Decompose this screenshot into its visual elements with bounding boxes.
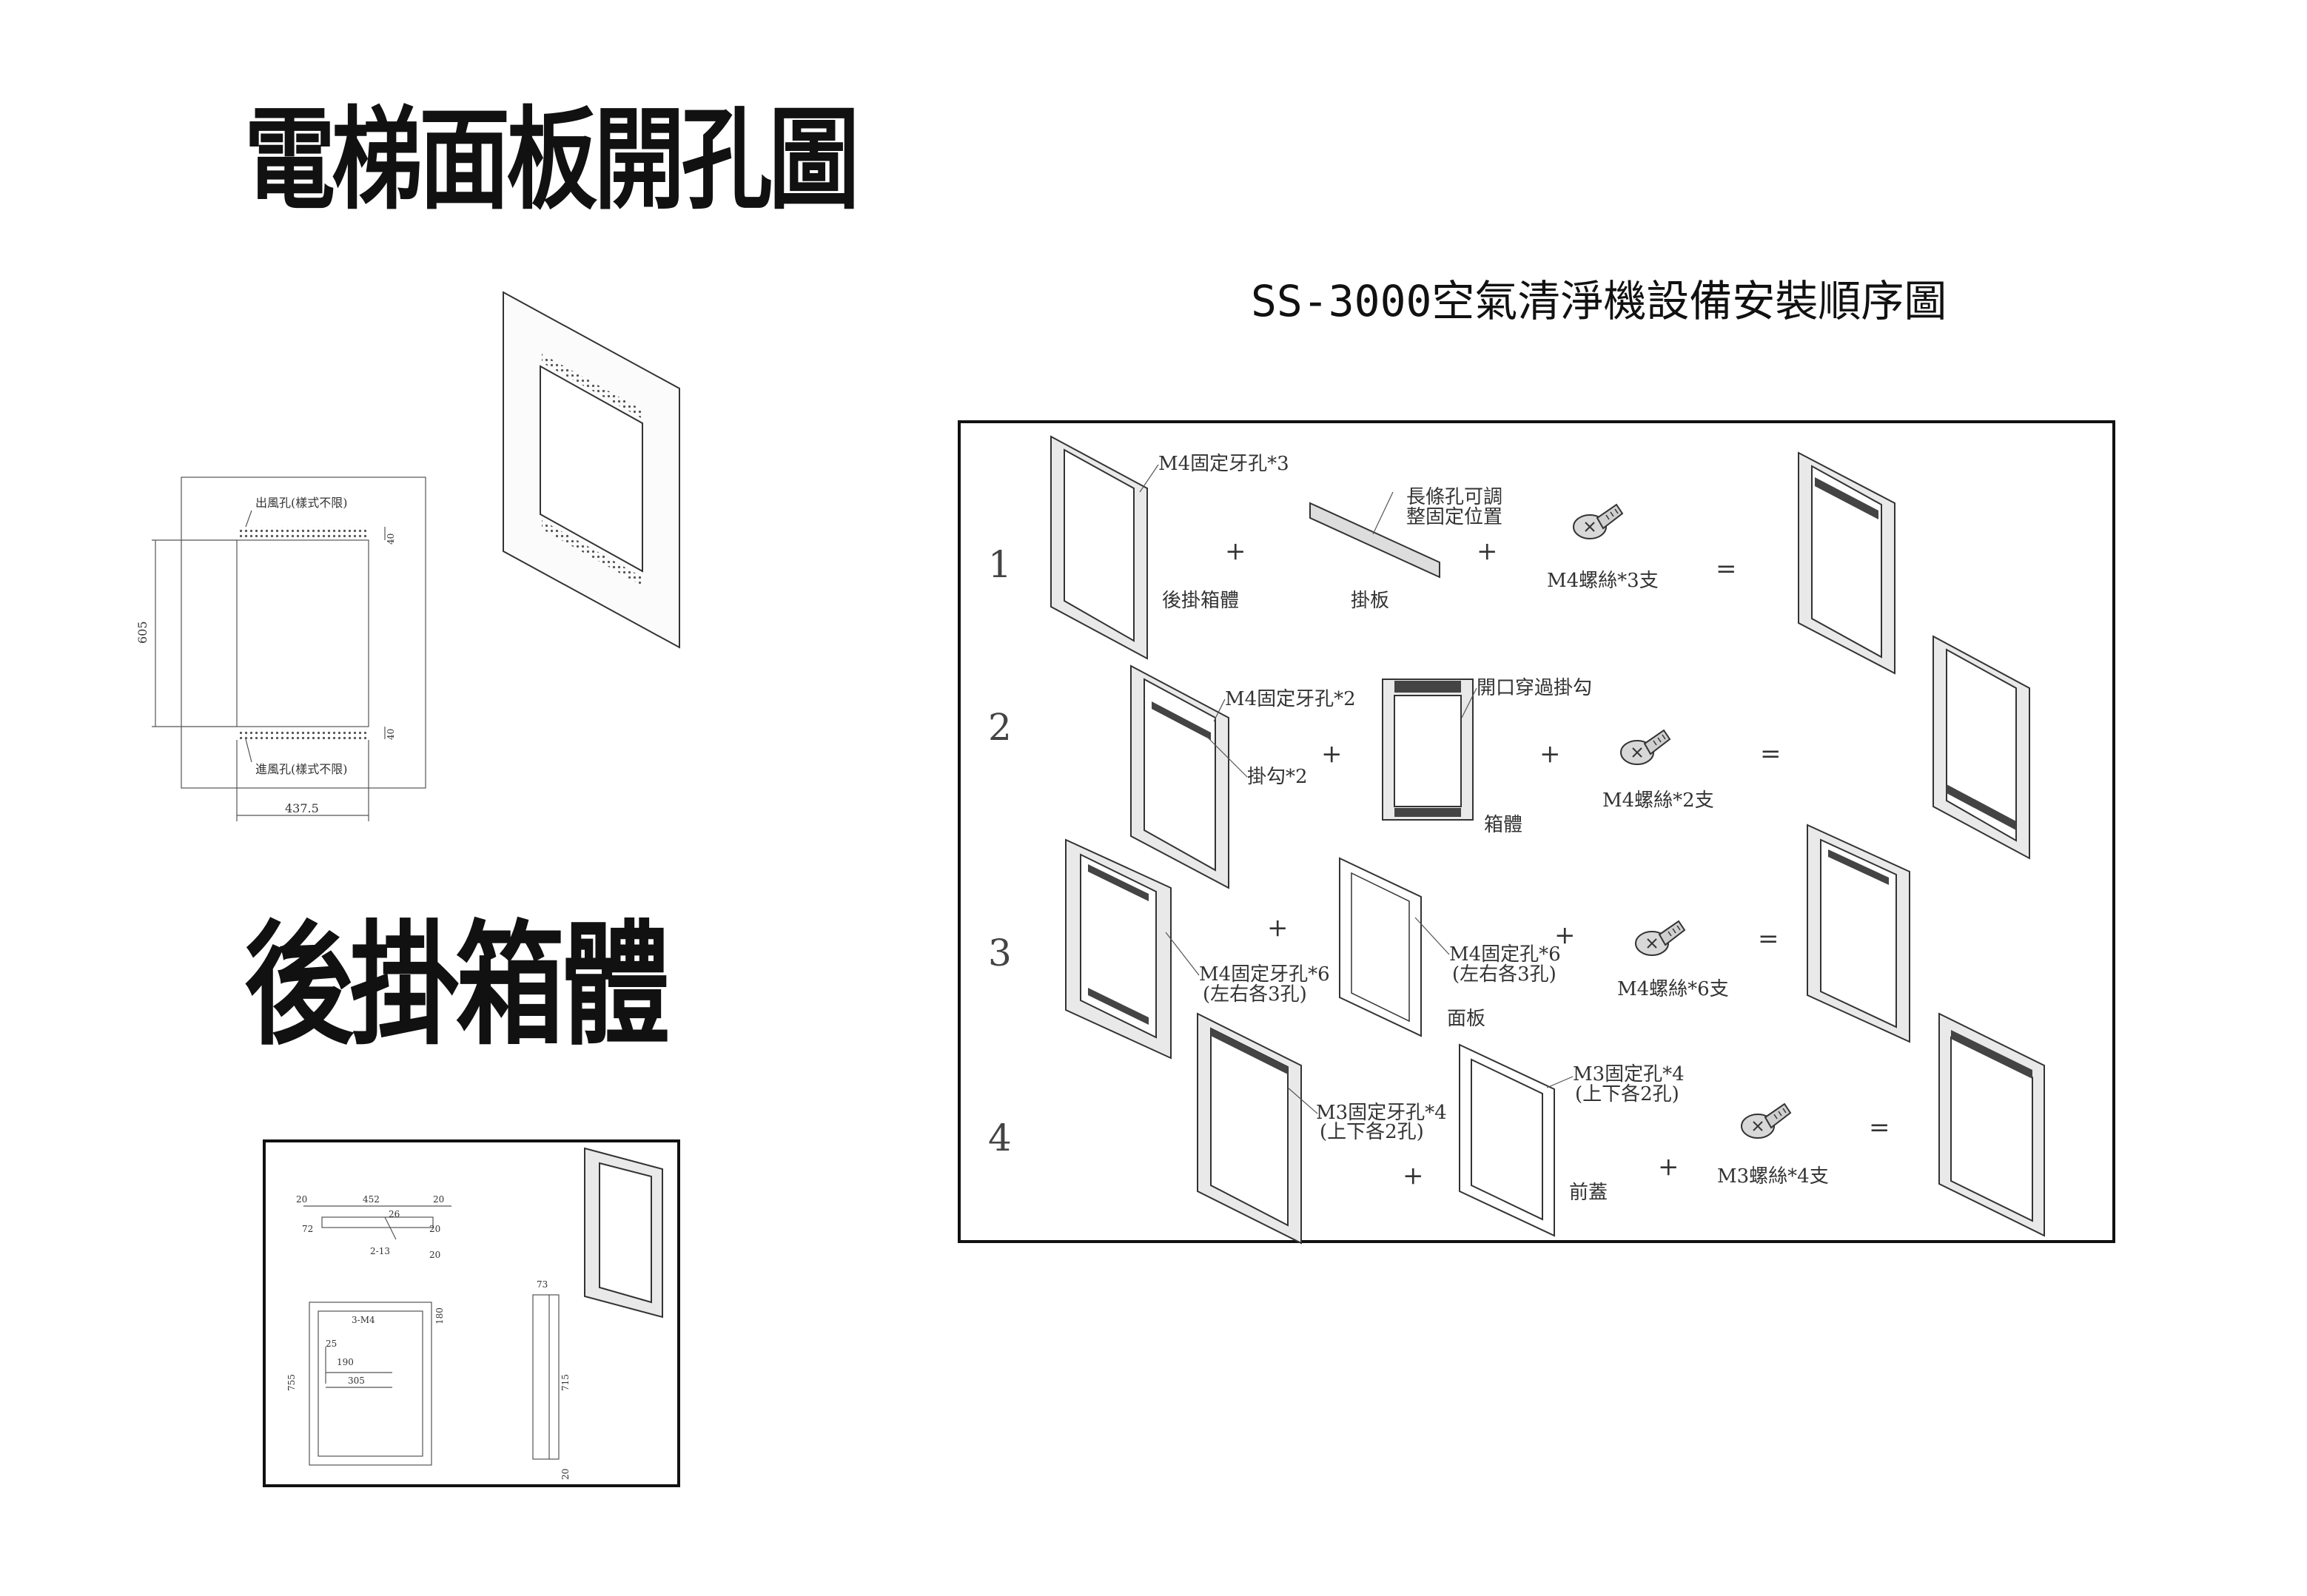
svg-text:+: + xyxy=(1225,536,1246,566)
cutout-rect xyxy=(236,539,369,727)
svg-text:+: + xyxy=(1267,913,1289,943)
outlet-holes xyxy=(240,527,367,537)
dim-10: 25 xyxy=(326,1339,337,1349)
bottom-gap-dim: 40 xyxy=(386,729,396,740)
svg-text:+: + xyxy=(1321,739,1343,769)
step-2-part-2: M4螺絲*2支 xyxy=(1602,789,1714,812)
screw-icon xyxy=(1620,730,1670,765)
hanging-plate-part xyxy=(1309,502,1440,579)
step-3-callout-1: M4固定牙孔*6 xyxy=(1199,963,1330,986)
top-gap-dim: 40 xyxy=(386,533,396,545)
svg-text:=: = xyxy=(1758,924,1779,954)
inlet-holes xyxy=(240,729,367,739)
step-1-part-3: M4螺絲*3支 xyxy=(1547,570,1659,592)
step-1-part-2: 掛板 xyxy=(1351,590,1389,612)
step-4-part-2: M3螺絲*4支 xyxy=(1717,1165,1829,1188)
step-2-callout-1: M4固定牙孔*2 xyxy=(1225,688,1356,710)
wall-box-title: 後掛箱體 xyxy=(244,909,671,1063)
wall-box-frame xyxy=(263,1139,680,1487)
panel-outline xyxy=(181,477,426,789)
step-3-part-2: M4螺絲*6支 xyxy=(1617,978,1729,1000)
svg-text:+: + xyxy=(1658,1152,1679,1182)
svg-text:+: + xyxy=(1477,536,1498,566)
step-2: M4固定牙孔*2 掛勾*2 + 開口穿過掛勾 箱體 + M4螺絲*2支 = xyxy=(1130,635,2030,889)
step-3-part-1: 面板 xyxy=(1447,1008,1485,1030)
step-4-callout-3: M3固定孔*4 xyxy=(1573,1063,1685,1085)
step-4-part-1: 前蓋 xyxy=(1569,1182,1608,1204)
step-4-callout-4: (上下各2孔) xyxy=(1575,1083,1679,1105)
svg-text:+: + xyxy=(1539,739,1561,769)
step-1-part-1: 後掛箱體 xyxy=(1162,590,1239,612)
screw-icon xyxy=(1635,920,1685,956)
step-1-callout-2: 長條孔可調 xyxy=(1406,486,1502,508)
step-4-callout-1: M3固定牙孔*4 xyxy=(1316,1102,1447,1124)
step-2-callout-2: 掛勾*2 xyxy=(1247,766,1308,788)
dim-5: 20 xyxy=(429,1224,440,1234)
step-1-number: 1 xyxy=(988,543,1012,586)
svg-text:+: + xyxy=(1403,1161,1424,1191)
dim-15: 73 xyxy=(537,1279,548,1290)
step-2-part-1: 箱體 xyxy=(1484,814,1522,836)
height-dim: 605 xyxy=(135,621,150,644)
outlet-label: 出風孔(樣式不限) xyxy=(255,496,348,510)
step-4-number: 4 xyxy=(988,1117,1012,1159)
dim-8: 20 xyxy=(429,1250,440,1260)
dim-1: 20 xyxy=(296,1194,307,1205)
step-2-callout-3: 開口穿過掛勾 xyxy=(1477,677,1592,699)
dim-4: 72 xyxy=(302,1224,313,1234)
step-1: M4固定牙孔*3 + 後掛箱體 長條孔可調 整固定位置 掛板 + M4螺絲*3支… xyxy=(1050,435,1895,675)
step-3: M4固定牙孔*6 (左右各3孔) + M4固定孔*6 (左右各3孔) 面板 + … xyxy=(1065,824,1910,1060)
step-1-callout-3: 整固定位置 xyxy=(1406,506,1502,528)
svg-text:+: + xyxy=(1554,920,1576,950)
svg-text:=: = xyxy=(1716,554,1737,584)
step-3-callout-4: (左右各3孔) xyxy=(1452,963,1557,986)
dim-16: 715 xyxy=(560,1374,571,1391)
step-2-number: 2 xyxy=(988,706,1012,749)
step-4-callout-2: (上下各2孔) xyxy=(1320,1121,1424,1143)
dim-6: 26 xyxy=(389,1209,400,1219)
screw-icon xyxy=(1741,1103,1791,1139)
dim-9: 3-M4 xyxy=(352,1315,375,1325)
dim-14: 755 xyxy=(286,1374,297,1391)
dim-11: 190 xyxy=(337,1357,354,1367)
dim-13: 180 xyxy=(434,1307,445,1324)
step-4: M3固定牙孔*4 (上下各2孔) + M3固定孔*4 (上下各2孔) 前蓋 + … xyxy=(1197,1012,2045,1245)
width-dim: 437.5 xyxy=(285,801,319,815)
step-3-callout-2: (左右各3孔) xyxy=(1203,983,1307,1006)
cutout-2d-drawing: 605 437.5 40 40 出風孔(樣式不限) 進風孔(樣式不限) xyxy=(135,477,426,821)
install-sequence-title: SS-3000空氣清淨機設備安裝順序圖 xyxy=(1251,276,1947,326)
dim-12: 305 xyxy=(348,1376,365,1386)
svg-text:=: = xyxy=(1869,1113,1890,1142)
dim-17: 20 xyxy=(560,1469,571,1480)
step-3-callout-3: M4固定孔*6 xyxy=(1449,943,1561,966)
dim-7: 2-13 xyxy=(370,1246,390,1256)
cutout-title: 電梯面板開孔圖 xyxy=(244,96,859,225)
svg-text:=: = xyxy=(1760,739,1782,769)
step-3-number: 3 xyxy=(988,932,1012,974)
inlet-label: 進風孔(樣式不限) xyxy=(255,762,348,776)
screw-icon xyxy=(1573,504,1623,539)
wall-box-drawing: 20 452 20 72 20 26 2-13 20 3-M4 25 190 3… xyxy=(263,1139,680,1487)
dim-2: 452 xyxy=(363,1194,380,1205)
cutout-isometric xyxy=(503,291,680,649)
sequence-frame xyxy=(958,420,2115,1243)
dim-3: 20 xyxy=(433,1194,444,1205)
step-1-callout-1: M4固定牙孔*3 xyxy=(1158,453,1289,475)
